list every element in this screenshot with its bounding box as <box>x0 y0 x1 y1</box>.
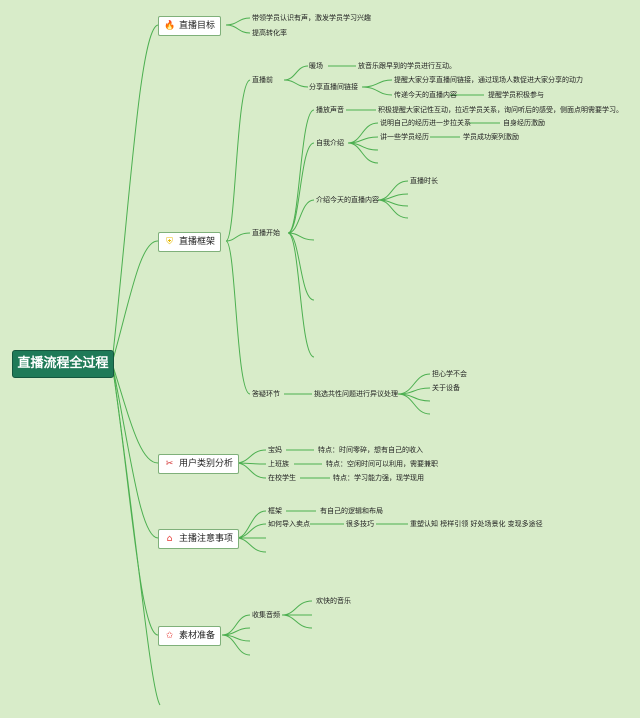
node-intro-student-stories[interactable]: 讲一些学员经历 <box>380 133 429 141</box>
topic-user-analysis[interactable]: ✂ 用户类别分析 <box>158 454 240 474</box>
node-happy-music[interactable]: 欢快的音乐 <box>316 597 351 605</box>
node-host-frame[interactable]: 框架 <box>268 507 282 515</box>
node-share-desc3[interactable]: 提醒学员积极参与 <box>488 91 544 99</box>
topic-host-notes[interactable]: ⌂ 主播注意事项 <box>158 529 240 549</box>
user-row-label[interactable]: 宝妈 <box>268 446 282 454</box>
topic-live-framework[interactable]: ⛨ 直播框架 <box>158 232 222 252</box>
topic-user-analysis-label: 用户类别分析 <box>179 459 234 469</box>
node-warmup[interactable]: 暖场 <box>309 62 323 70</box>
node-warmup-desc[interactable]: 放音乐跟早到的学员进行互动。 <box>358 62 456 70</box>
topic-live-goal-label: 直播目标 <box>179 21 216 31</box>
node-play-voice-desc[interactable]: 积极提醒大家记性互动，拉近学员关系，询问听后的感受，侧面点明需要学习。 <box>378 106 623 114</box>
node-qa-device[interactable]: 关于设备 <box>432 384 460 392</box>
node-live-duration[interactable]: 直播时长 <box>410 177 438 185</box>
node-share-desc2[interactable]: 传递今天的直播内容 <box>394 91 457 99</box>
node-qa-desc[interactable]: 挑选共性问题进行异议处理 <box>314 390 398 398</box>
node-intro-experience[interactable]: 说明自己的经历进一步拉关系 <box>380 119 471 127</box>
star-icon: ✩ <box>165 630 174 641</box>
topic-live-goal[interactable]: 🔥 直播目标 <box>158 16 222 36</box>
user-row-desc[interactable]: 特点：空闲时间可以利用，需要兼职 <box>326 460 438 468</box>
node-host-skills-desc[interactable]: 重塑认知 榜样引领 好处场景化 变现多途径 <box>410 520 543 528</box>
user-row-desc[interactable]: 特点：学习能力强，现学现用 <box>333 474 424 482</box>
node-live-start[interactable]: 直播开始 <box>252 229 280 237</box>
node-intro-success-cases[interactable]: 学员成功案列激励 <box>463 133 519 141</box>
node-today-content[interactable]: 介绍今天的直播内容 <box>316 196 379 204</box>
node-share-desc1[interactable]: 提醒大家分享直播间链接，通过现场人数促进大家分享的动力 <box>394 76 583 84</box>
fire-icon: 🔥 <box>164 20 176 31</box>
topic-host-notes-label: 主播注意事项 <box>179 534 234 544</box>
node-self-intro[interactable]: 自我介绍 <box>316 139 344 147</box>
node-play-voice[interactable]: 播放声音 <box>316 106 344 114</box>
topic-material-prep-label: 素材准备 <box>179 631 216 641</box>
root-topic[interactable]: 直播流程全过程 <box>12 350 114 378</box>
goal-item-interest[interactable]: 带领学员认识有声，激发学员学习兴趣 <box>252 14 371 22</box>
home-icon: ⌂ <box>166 533 173 544</box>
node-collect-audio[interactable]: 收集音频 <box>252 611 280 619</box>
topic-material-prep[interactable]: ✩ 素材准备 <box>158 626 222 646</box>
tools-icon: ✂ <box>165 458 174 469</box>
user-row-desc[interactable]: 特点：时间零碎，想有自己的收入 <box>318 446 423 454</box>
node-before-live[interactable]: 直播前 <box>252 76 273 84</box>
node-host-selling-points[interactable]: 如何导入卖点 <box>268 520 310 528</box>
user-row-label[interactable]: 上班族 <box>268 460 289 468</box>
node-qa-session[interactable]: 答疑环节 <box>252 390 280 398</box>
node-intro-self-motivate[interactable]: 自身经历激励 <box>503 119 545 127</box>
node-share-link[interactable]: 分享直播间链接 <box>309 83 358 91</box>
node-host-skills[interactable]: 很多技巧 <box>346 520 374 528</box>
node-host-frame-desc[interactable]: 有自己的逻辑和布局 <box>320 507 383 515</box>
shield-icon: ⛨ <box>166 236 173 247</box>
goal-item-conversion[interactable]: 提高转化率 <box>252 29 287 37</box>
node-qa-worry[interactable]: 担心学不会 <box>432 370 467 378</box>
user-row-label[interactable]: 在校学生 <box>268 474 296 482</box>
topic-live-framework-label: 直播框架 <box>179 237 216 247</box>
